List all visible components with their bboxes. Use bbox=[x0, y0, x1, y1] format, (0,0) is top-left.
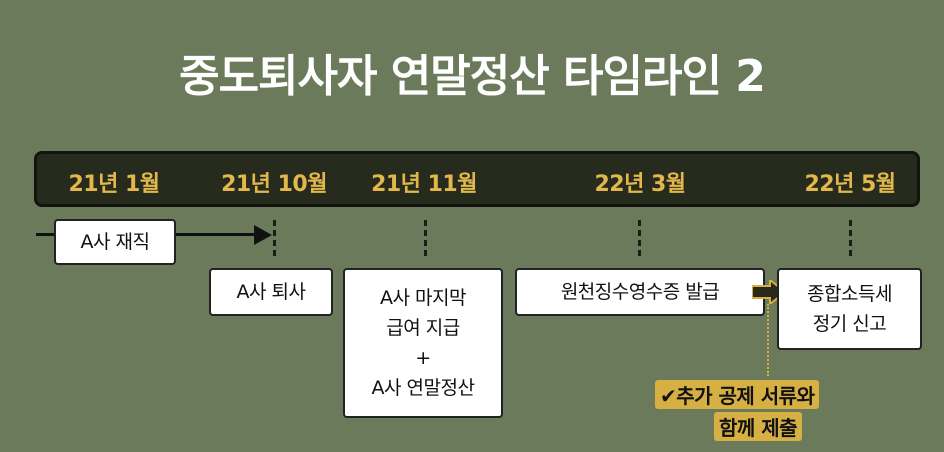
employment-line bbox=[176, 233, 256, 236]
employment-line-start bbox=[36, 233, 56, 236]
date-label: 21년 11월 bbox=[371, 172, 477, 197]
note-connector bbox=[767, 304, 769, 376]
date-label: 21년 10월 bbox=[221, 172, 327, 197]
timeline-bar bbox=[34, 151, 920, 207]
event-withholding-receipt: 원천징수영수증 발급 bbox=[515, 268, 765, 316]
page-title: 중도퇴사자 연말정산 타임라인 2 bbox=[179, 51, 766, 102]
timeline-tick bbox=[273, 220, 276, 256]
timeline-tick bbox=[638, 220, 641, 256]
date-label: 22년 5월 bbox=[804, 172, 896, 197]
event-last-pay: A사 마지막 급여 지급 + A사 연말정산 bbox=[343, 268, 503, 418]
timeline-tick bbox=[424, 220, 427, 256]
timeline-tick bbox=[849, 220, 852, 256]
date-label: 21년 1월 bbox=[68, 172, 160, 197]
note-line-2: 함께 제출 bbox=[714, 412, 803, 441]
event-income-tax: 종합소득세 정기 신고 bbox=[777, 268, 922, 350]
note-line-1: ✔추가 공제 서류와 bbox=[655, 380, 820, 409]
arrow-head-icon bbox=[254, 225, 272, 245]
date-label: 22년 3월 bbox=[594, 172, 686, 197]
event-employed: A사 재직 bbox=[54, 219, 176, 265]
event-resign: A사 퇴사 bbox=[209, 268, 333, 316]
